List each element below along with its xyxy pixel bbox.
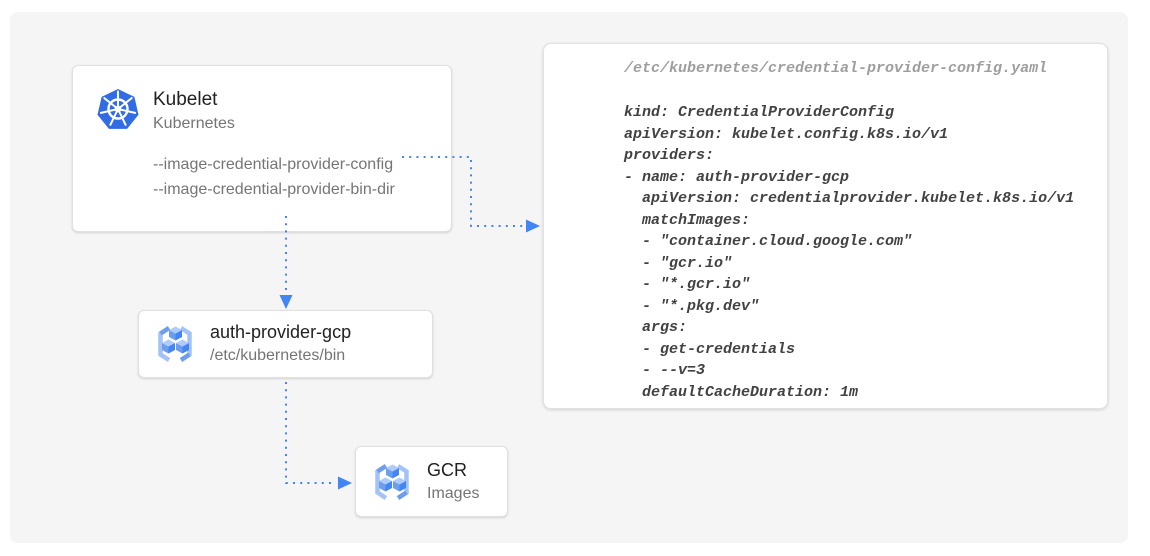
gcr-subtitle: Images	[427, 484, 480, 502]
config-yaml-code: kind: CredentialProviderConfig apiVersio…	[624, 104, 1075, 401]
flag-image-credential-provider-bin-dir: --image-credential-provider-bin-dir	[153, 181, 395, 198]
flag-image-credential-provider-config: --image-credential-provider-config	[153, 156, 394, 173]
container-registry-icon	[153, 322, 197, 366]
kubernetes-icon	[96, 88, 140, 132]
kubelet-card-titles: Kubelet Kubernetes	[153, 88, 235, 135]
auth-provider-gcp-card-row: auth-provider-gcp /etc/kubernetes/bin	[139, 311, 432, 377]
gcr-titles: GCR Images	[427, 459, 479, 505]
kubelet-card-title: Kubelet	[153, 89, 218, 110]
container-registry-icon	[370, 460, 414, 504]
auth-provider-gcp-titles: auth-provider-gcp /etc/kubernetes/bin	[210, 321, 351, 367]
gcr-title: GCR	[427, 459, 467, 480]
auth-provider-gcp-title: auth-provider-gcp	[210, 322, 352, 342]
gcr-card-row: GCR Images	[356, 447, 507, 516]
kubelet-card-subtitle: Kubernetes	[153, 115, 235, 132]
kubelet-card: Kubelet Kubernetes --image-credential-pr…	[72, 65, 452, 232]
credential-provider-config-panel: /etc/kubernetes/credential-provider-conf…	[543, 43, 1108, 409]
kubelet-card-header: Kubelet Kubernetes	[73, 66, 451, 135]
auth-provider-gcp-card: auth-provider-gcp /etc/kubernetes/bin	[138, 310, 433, 378]
config-file-path: /etc/kubernetes/credential-provider-conf…	[624, 60, 1048, 77]
auth-provider-gcp-subtitle: /etc/kubernetes/bin	[210, 347, 346, 364]
kubelet-flags: --image-credential-provider-config --ima…	[73, 135, 451, 202]
gcr-card: GCR Images	[355, 446, 508, 517]
